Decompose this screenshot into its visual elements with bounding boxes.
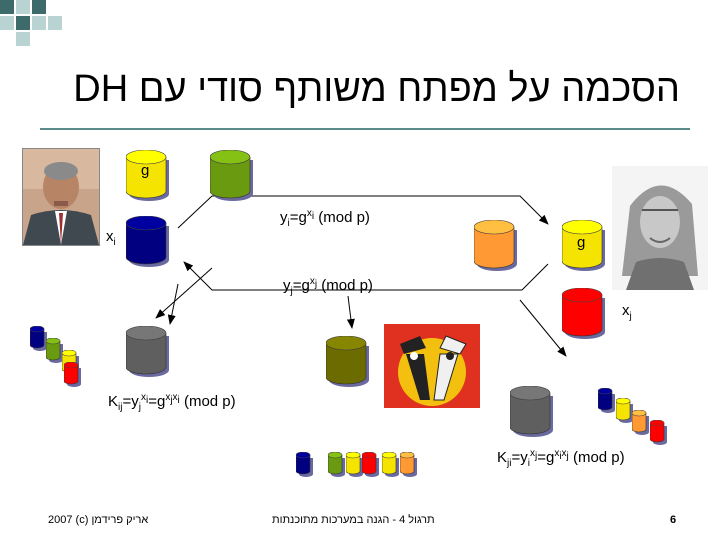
corner-square bbox=[16, 32, 30, 46]
small-mid-orange bbox=[400, 452, 417, 477]
yi-equation: yi=gxi (mod p) bbox=[280, 208, 370, 229]
corner-square bbox=[16, 16, 30, 30]
small-left-green bbox=[46, 338, 63, 363]
footer-author: אריק פרידמן (c) 2007 bbox=[48, 514, 149, 526]
kij-equation: Kij=yjxi=gxjxi (mod p) bbox=[108, 392, 236, 413]
small-right-yellow bbox=[616, 398, 633, 423]
alice-photo bbox=[22, 148, 100, 246]
g-label-left: g bbox=[141, 162, 150, 179]
corner-square bbox=[16, 0, 30, 14]
cylinder-attacker bbox=[326, 336, 369, 387]
xj-label: xj bbox=[622, 302, 632, 322]
footer-course: תרגול 4 - הגנה במערכות מתוכנתות bbox=[272, 514, 435, 526]
cylinder-xi bbox=[126, 216, 169, 267]
small-right-red bbox=[650, 420, 667, 445]
cylinder-xj bbox=[562, 288, 605, 339]
small-right-orange bbox=[632, 410, 649, 435]
cylinder-g-alice bbox=[126, 150, 169, 201]
corner-square bbox=[32, 16, 46, 30]
arrow-bob-key bbox=[519, 299, 567, 357]
small-mid-navy bbox=[296, 452, 313, 477]
arrow-attacker-key bbox=[346, 295, 355, 329]
corner-square bbox=[0, 16, 14, 30]
arrow-left-small-stack bbox=[167, 283, 179, 325]
slide-title: הסכמה על מפתח משותף סודי עם DH bbox=[73, 68, 680, 110]
arrow-yj-to-alice bbox=[183, 261, 549, 291]
cylinder-g-bob bbox=[562, 220, 605, 271]
cylinder-orange bbox=[474, 220, 517, 271]
corner-square bbox=[32, 0, 46, 14]
small-left-navy bbox=[30, 326, 47, 351]
cylinder-green bbox=[210, 150, 253, 201]
cylinder-kij bbox=[126, 326, 169, 377]
arrow-alice-key bbox=[155, 267, 213, 319]
yj-equation: yj=gxj (mod p) bbox=[283, 276, 373, 297]
small-right-navy bbox=[598, 388, 615, 413]
small-left-red bbox=[64, 362, 81, 387]
title-underline bbox=[40, 128, 690, 130]
small-mid-yellow2 bbox=[382, 452, 399, 477]
xi-label: xi bbox=[106, 228, 116, 248]
cylinder-kji bbox=[510, 386, 553, 437]
page-number: 6 bbox=[670, 514, 677, 526]
small-mid-red bbox=[362, 452, 379, 477]
g-label-right: g bbox=[577, 234, 586, 251]
bob-photo bbox=[612, 166, 708, 290]
kji-equation: Kji=yixj=gxixj (mod p) bbox=[497, 448, 625, 469]
small-mid-green bbox=[328, 452, 345, 477]
arrow-yi-to-bob bbox=[177, 195, 549, 229]
corner-square bbox=[0, 0, 14, 14]
corner-square bbox=[48, 16, 62, 30]
small-mid-yellow bbox=[346, 452, 363, 477]
spy-illustration bbox=[384, 324, 480, 408]
